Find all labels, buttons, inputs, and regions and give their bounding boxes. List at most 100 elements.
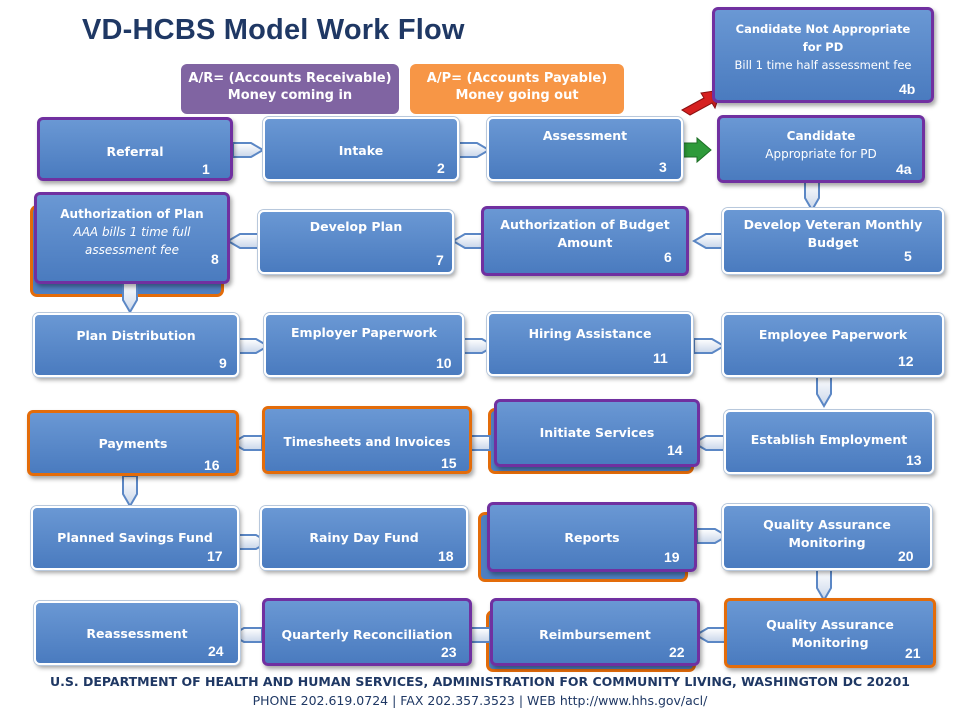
step-number: 4b	[899, 81, 916, 97]
step-8-line1: Authorization of Plan	[60, 207, 204, 221]
step-label: Employer Paperwork	[291, 325, 437, 340]
step-18-rainy-day-fund: Rainy Day Fund 18	[260, 506, 468, 570]
step-11-hiring-assistance: Hiring Assistance 11	[487, 312, 693, 376]
step-label: Planned Savings Fund	[57, 530, 213, 545]
step-number: 11	[653, 350, 668, 366]
step-number: 3	[659, 159, 667, 175]
step-label: Plan Distribution	[76, 328, 196, 343]
step-3-assessment: Assessment 3	[487, 117, 683, 181]
step-number: 13	[906, 452, 922, 468]
footer-agency: U.S. DEPARTMENT OF HEALTH AND HUMAN SERV…	[49, 674, 911, 689]
legend-ap-line2: Money going out	[455, 88, 579, 103]
step-number: 16	[204, 457, 220, 473]
arrow-5-to-6	[692, 233, 725, 249]
step-number: 24	[208, 643, 224, 659]
step-label: Authorization of Budget Amount	[500, 217, 670, 250]
step-4a-candidate-appropriate: Candidate Appropriate for PD 4a	[717, 115, 925, 183]
step-number: 7	[436, 252, 444, 268]
step-number: 14	[667, 442, 683, 458]
page-title: VD-HCBS Model Work Flow	[82, 14, 465, 46]
step-label: Employee Paperwork	[758, 327, 908, 342]
legend-accounts-payable: A/P= (Accounts Payable) Money going out	[410, 64, 624, 114]
step-4b-line2: for PD	[802, 40, 844, 54]
arrow-1-to-2	[232, 142, 265, 158]
step-number: 2	[437, 160, 445, 176]
arrow-21-to-22	[694, 627, 727, 643]
step-label: Hiring Assistance	[528, 326, 652, 341]
legend-ap-line1: A/P= (Accounts Payable)	[426, 71, 608, 86]
step-number: 1	[202, 161, 210, 177]
arrow-4a-to-5	[804, 179, 820, 212]
step-4a-line1: Candidate	[786, 129, 856, 143]
step-label: Rainy Day Fund	[309, 530, 419, 545]
step-label: Quality Assurance Monitoring	[763, 517, 891, 550]
step-5-develop-monthly-budget: Develop Veteran Monthly Budget 5	[722, 208, 944, 274]
step-14-initiate-services: Initiate Services 14	[494, 399, 700, 467]
step-label: Establish Employment	[750, 432, 908, 447]
step-label: Initiate Services	[539, 425, 655, 440]
step-label: Intake	[338, 143, 384, 158]
step-label: Develop Veteran Monthly Budget	[743, 217, 923, 250]
step-13-establish-employment: Establish Employment 13	[724, 410, 934, 474]
step-6-authorization-of-budget: Authorization of Budget Amount 6	[481, 206, 689, 276]
arrow-16-to-17	[122, 475, 138, 508]
step-24-reassessment: Reassessment 24	[34, 601, 240, 665]
step-23-quarterly-reconciliation: Quarterly Reconciliation 23	[262, 598, 472, 666]
step-label: Reassessment	[86, 626, 188, 641]
step-21-quality-assurance-monitoring: Quality Assurance Monitoring 21	[724, 598, 936, 668]
step-8-authorization-of-plan: Authorization of Plan AAA bills 1 time f…	[34, 192, 230, 284]
step-number: 17	[207, 548, 223, 564]
arrow-19-to-20	[696, 528, 729, 544]
step-label: Reimbursement	[539, 627, 651, 642]
step-label: Develop Plan	[309, 219, 403, 234]
step-label: Referral	[106, 144, 164, 159]
step-label: Payments	[98, 436, 168, 451]
step-4b-line1: Candidate Not Appropriate	[735, 22, 911, 36]
arrow-6-to-7	[451, 233, 484, 249]
step-number: 23	[441, 644, 457, 660]
step-label: Reports	[564, 530, 620, 545]
step-17-planned-savings-fund: Planned Savings Fund 17	[31, 506, 239, 570]
step-number: 10	[436, 355, 452, 371]
arrow-12-to-13	[816, 375, 832, 408]
step-4b-candidate-not-appropriate: Candidate Not Appropriate for PD Bill 1 …	[712, 7, 934, 103]
legend-accounts-receivable: A/R= (Accounts Receivable) Money coming …	[181, 64, 399, 114]
step-10-employer-paperwork: Employer Paperwork 10	[264, 313, 464, 377]
step-label: Candidate Appropriate for PD	[726, 127, 916, 163]
footer-contact: PHONE 202.619.0724 | FAX 202.357.3523 | …	[252, 693, 708, 708]
step-number: 4a	[896, 161, 912, 177]
step-label: Timesheets and Invoices	[283, 435, 451, 449]
step-16-payments: Payments 16	[27, 410, 239, 476]
arrow-11-to-12	[693, 338, 726, 354]
arrow-7-to-8	[226, 233, 259, 249]
step-1-referral: Referral 1	[37, 117, 233, 181]
step-7-develop-plan: Develop Plan 7	[258, 210, 454, 274]
legend-ar-line1: A/R= (Accounts Receivable)	[188, 71, 392, 86]
arrow-20-to-21	[816, 569, 832, 602]
legend-ar-line2: Money coming in	[227, 88, 353, 103]
step-label: Authorization of Plan AAA bills 1 time f…	[43, 205, 221, 259]
step-number: 21	[905, 645, 921, 661]
step-9-plan-distribution: Plan Distribution 9	[33, 313, 239, 377]
step-19-reports: Reports 19	[487, 502, 697, 572]
step-number: 9	[219, 355, 227, 371]
step-number: 19	[664, 549, 680, 565]
step-label: Quality Assurance Monitoring	[766, 617, 894, 650]
step-number: 20	[898, 548, 914, 564]
step-number: 12	[898, 353, 914, 369]
step-number: 6	[664, 249, 672, 265]
step-20-quality-assurance-monitoring: Quality Assurance Monitoring 20	[722, 504, 932, 570]
arrow-2-to-3	[458, 142, 491, 158]
arrow-3-to-4a	[682, 136, 712, 164]
step-4b-line3: Bill 1 time half assessment fee	[734, 58, 912, 72]
step-label: Quarterly Reconciliation	[281, 627, 453, 642]
step-number: 15	[441, 455, 457, 471]
step-number: 22	[669, 644, 685, 660]
step-12-employee-paperwork: Employee Paperwork 12	[722, 313, 944, 377]
step-number: 8	[211, 251, 219, 267]
step-2-intake: Intake 2	[263, 117, 459, 181]
step-number: 5	[904, 248, 912, 264]
step-22-reimbursement: Reimbursement 22	[490, 598, 700, 666]
step-15-timesheets-invoices: Timesheets and Invoices 15	[262, 406, 472, 474]
step-4a-line2: Appropriate for PD	[765, 147, 877, 161]
